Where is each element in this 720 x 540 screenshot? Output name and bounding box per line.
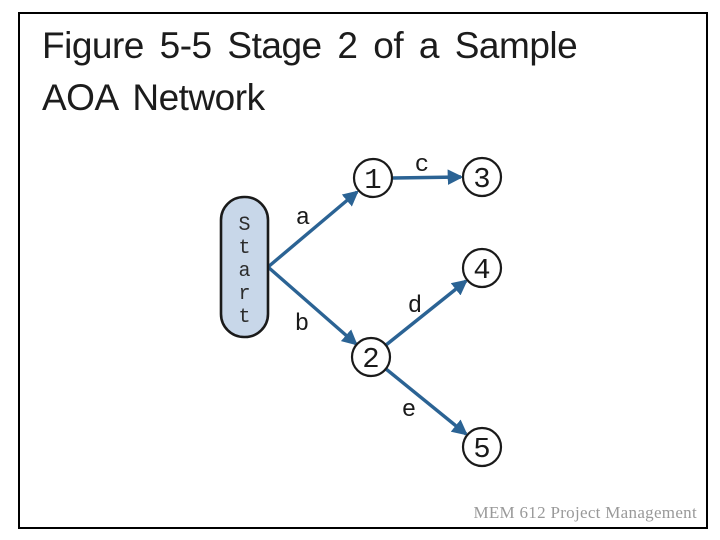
event-node-4-label: 4 [473,254,490,287]
activity-d-label: d [408,293,422,320]
event-node-3 [461,156,503,198]
event-node-2 [350,336,392,378]
activity-d-arrow [384,279,468,347]
start-node-letter-t-1: t [238,237,250,260]
event-node-5 [461,426,503,468]
slide-border [18,12,708,529]
slide-title: Figure 5-5 Stage 2 of a Sample AOA Netwo… [42,20,672,124]
start-node-letter-a-2: a [238,260,250,283]
event-node-3-label: 3 [473,163,490,196]
activity-a-arrow [266,190,359,269]
start-node [219,195,270,339]
event-node-2-label: 2 [362,343,379,376]
activity-e-label: e [402,397,416,424]
event-node-5-label: 5 [473,433,490,466]
activity-b-arrow [266,265,358,346]
activity-a-label: a [296,205,310,232]
start-node-letter-r-3: r [238,283,250,306]
footer-text: MEM 612 Project Management [473,503,697,522]
event-node-1 [352,157,394,199]
start-node-letter-t-4: t [238,306,250,329]
activity-b-label: b [295,311,309,338]
event-node-4 [461,247,503,289]
title-line-2: AOA Network [42,77,265,118]
start-node-letter-S-0: S [238,214,250,237]
activity-e-arrow [384,367,468,436]
activity-c-label: c [415,152,429,179]
event-node-1-label: 1 [364,164,381,197]
activity-c-arrow [392,169,464,186]
title-line-1: Figure 5-5 Stage 2 of a Sample [42,25,578,66]
